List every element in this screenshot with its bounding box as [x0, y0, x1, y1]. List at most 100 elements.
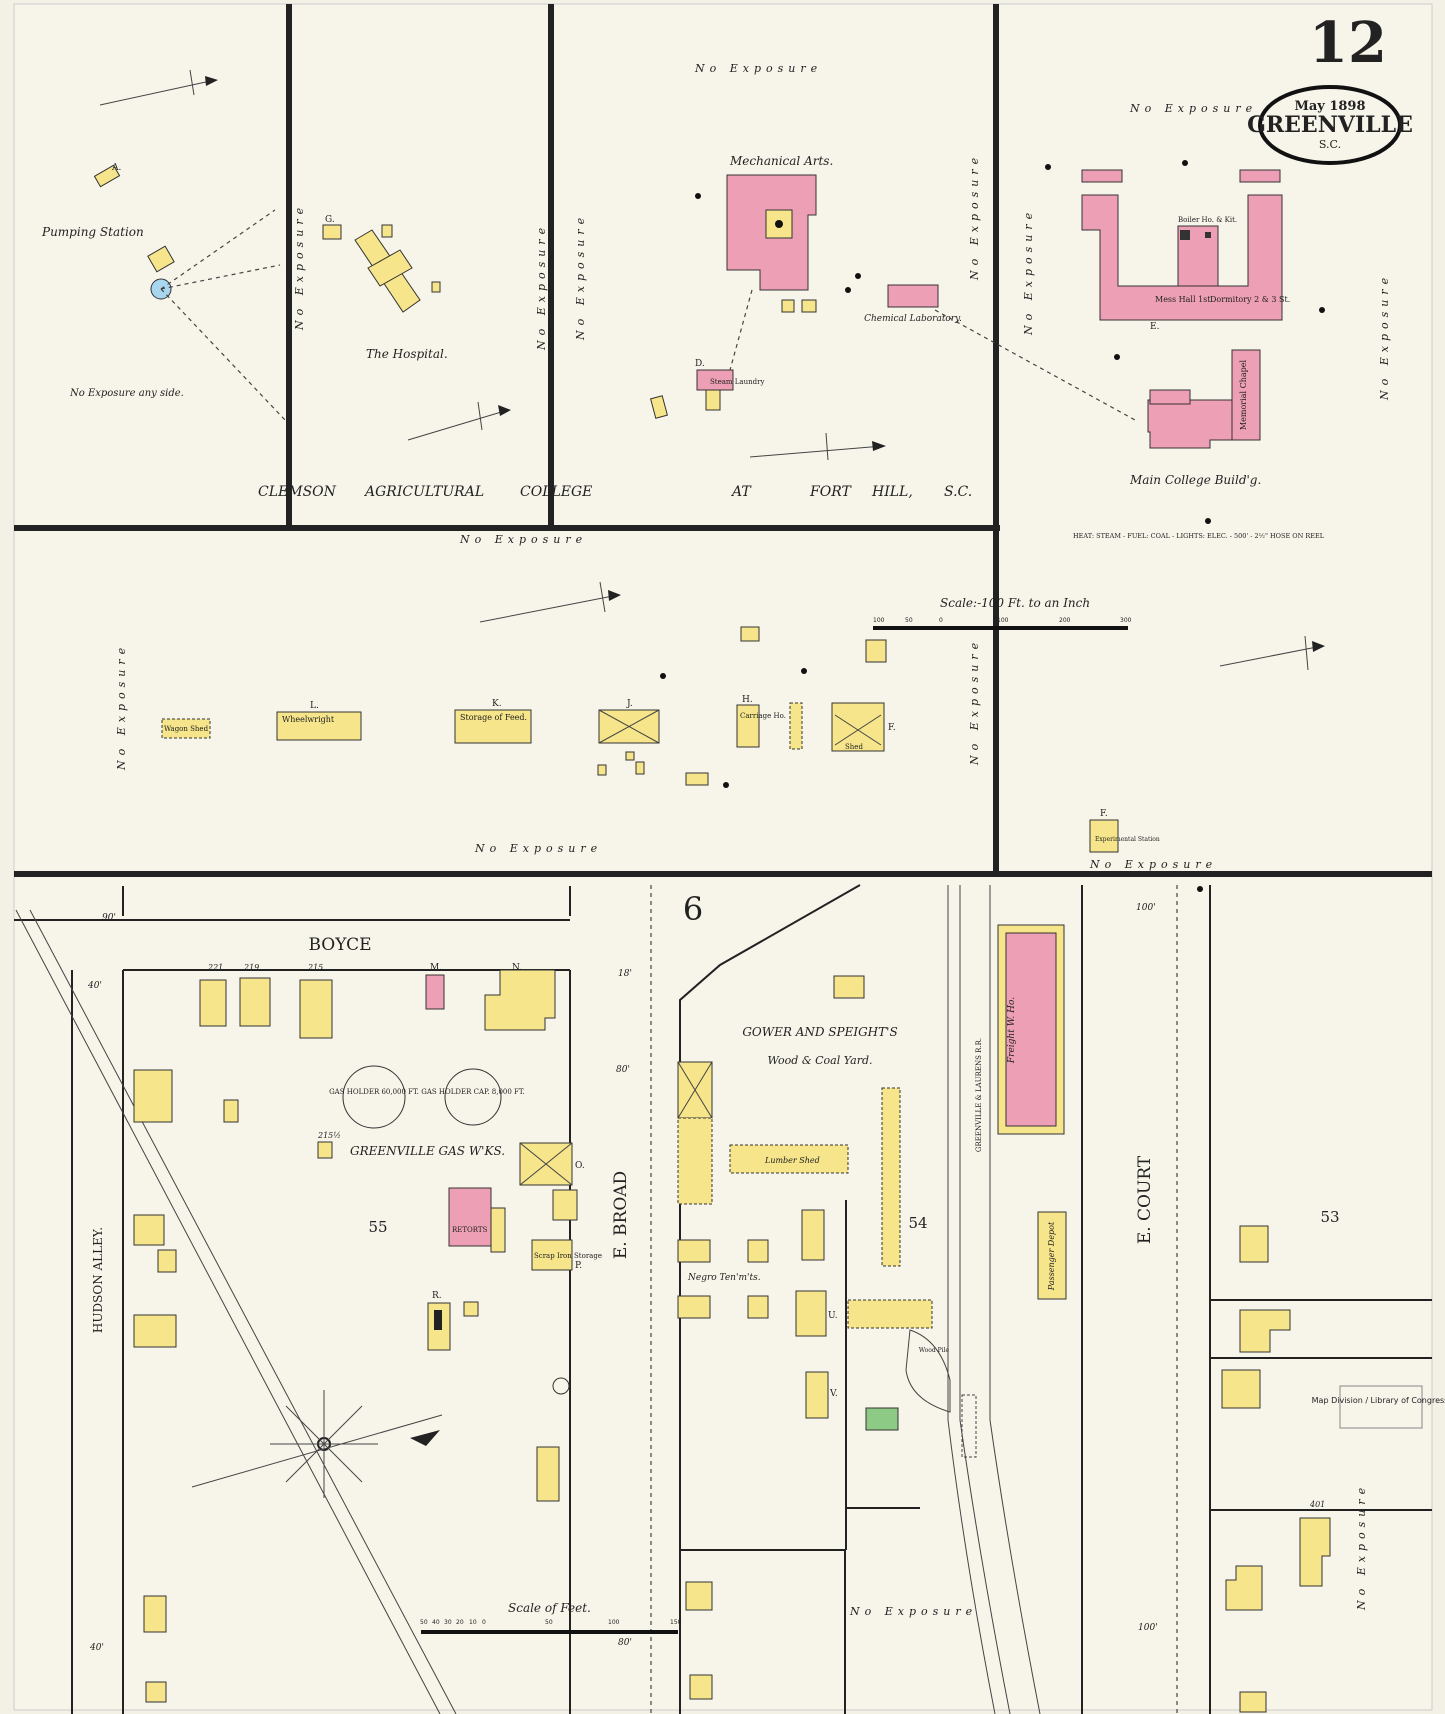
svg-text:No Exposure: No Exposure — [968, 638, 981, 766]
block-53: 53 — [1320, 1208, 1339, 1226]
svg-text:Memorial Chapel: Memorial Chapel — [1239, 360, 1248, 430]
svg-text:RETORTS: RETORTS — [452, 1226, 488, 1234]
svg-text:30: 30 — [444, 1619, 452, 1626]
svg-text:80': 80' — [618, 1638, 632, 1648]
svg-text:GAS HOLDER CAP. 8,000 FT.: GAS HOLDER CAP. 8,000 FT. — [421, 1088, 525, 1096]
svg-text:P.: P. — [575, 1261, 582, 1271]
svg-text:Freight W. Ho.: Freight W. Ho. — [1007, 997, 1017, 1064]
svg-text:COLLEGE: COLLEGE — [520, 484, 592, 500]
svg-text:Wood Pile: Wood Pile — [919, 1347, 950, 1354]
svg-text:40': 40' — [87, 981, 102, 991]
north-arrow-2 — [407, 401, 511, 441]
svg-text:0: 0 — [939, 617, 943, 624]
svg-text:100': 100' — [1138, 1623, 1158, 1633]
scale-feet: Scale of Feet. 50 40 30 20 10 0 50 100 1… — [420, 1601, 682, 1634]
sheet-number: 12 — [1309, 10, 1387, 76]
street-court: E. COURT — [1135, 1155, 1155, 1244]
svg-text:J.: J. — [626, 699, 633, 709]
svg-text:219: 219 — [243, 963, 259, 972]
svg-text:No Exposure: No Exposure — [1378, 273, 1391, 401]
svg-text:AT: AT — [730, 484, 752, 500]
svg-text:Map Division / Library of Cong: Map Division / Library of Congress — [1312, 1396, 1445, 1405]
block-55: 55 — [368, 1218, 387, 1236]
sheet-date: May 1898 — [1294, 99, 1365, 114]
svg-text:Mechanical Arts.: Mechanical Arts. — [729, 154, 833, 168]
title-oval — [1258, 85, 1402, 165]
svg-text:Dormitory 2 & 3 St.: Dormitory 2 & 3 St. — [1210, 295, 1290, 304]
svg-text:Negro Ten'm'ts.: Negro Ten'm'ts. — [687, 1273, 761, 1283]
farm-buildings: Wagon Shed Wheelwright L. Storage of Fee… — [161, 626, 1160, 853]
svg-text:221: 221 — [207, 963, 223, 972]
north-arrow-5 — [1219, 635, 1325, 671]
svg-text:Carriage Ho.: Carriage Ho. — [740, 712, 786, 720]
north-arrow-4 — [479, 581, 621, 623]
block-54-buildings: GOWER AND SPEIGHT'S Wood & Coal Yard. Lu… — [677, 975, 977, 1700]
svg-text:FORT: FORT — [809, 484, 852, 500]
svg-text:20: 20 — [456, 1619, 464, 1626]
svg-text:A.: A. — [111, 163, 121, 173]
svg-text:Wheelwright: Wheelwright — [282, 715, 335, 724]
svg-text:AGRICULTURAL: AGRICULTURAL — [363, 484, 484, 500]
svg-text:No Exposure: No Exposure — [115, 643, 128, 771]
svg-text:R.: R. — [432, 1291, 442, 1301]
compass-rose — [191, 1390, 443, 1498]
svg-text:401: 401 — [1309, 1500, 1325, 1509]
svg-text:40': 40' — [89, 1643, 104, 1653]
svg-text:No Exposure: No Exposure — [574, 213, 587, 341]
svg-text:Passenger Depot: Passenger Depot — [1047, 1221, 1056, 1291]
svg-text:50: 50 — [905, 617, 913, 624]
svg-text:Main College Build'g.: Main College Build'g. — [1129, 473, 1261, 487]
svg-text:Shed: Shed — [845, 743, 863, 751]
svg-text:200: 200 — [1059, 617, 1071, 624]
svg-text:No Exposure: No Exposure — [694, 62, 822, 75]
svg-text:No Exposure: No Exposure — [849, 1605, 977, 1618]
svg-text:50: 50 — [545, 1619, 553, 1626]
north-arrow-1 — [99, 69, 218, 106]
block-53-buildings: Map Division / Library of Congress — [1197, 886, 1445, 1713]
svg-text:L.: L. — [310, 701, 319, 711]
block-55-buildings: GAS HOLDER 60,000 FT. GAS HOLDER CAP. 8,… — [133, 969, 602, 1703]
svg-text:300: 300 — [1120, 617, 1132, 624]
svg-text:GOWER AND SPEIGHT'S: GOWER AND SPEIGHT'S — [742, 1025, 897, 1039]
svg-text:G.: G. — [325, 215, 335, 225]
svg-text:F.: F. — [888, 723, 896, 733]
street-broad: E. BROAD — [611, 1171, 631, 1259]
svg-text:No Exposure: No Exposure — [474, 842, 602, 855]
city-name: GREENVILLE — [1247, 112, 1413, 138]
svg-text:The Hospital.: The Hospital. — [366, 347, 448, 361]
svg-text:40: 40 — [432, 1619, 440, 1626]
hudson-alley: HUDSON ALLEY. — [91, 1227, 105, 1333]
svg-text:No Exposure: No Exposure — [535, 223, 548, 351]
railroad-buildings: Freight W. Ho. Passenger Depot — [997, 924, 1067, 1300]
svg-text:100': 100' — [1136, 903, 1156, 913]
svg-text:H.: H. — [742, 695, 753, 705]
svg-text:50: 50 — [420, 1619, 428, 1626]
north-arrow-3 — [749, 432, 886, 461]
svg-text:Scale:-100 Ft. to an Inch: Scale:-100 Ft. to an Inch — [940, 596, 1090, 610]
svg-text:Chemical Laboratory.: Chemical Laboratory. — [864, 314, 962, 324]
svg-text:Wood & Coal Yard.: Wood & Coal Yard. — [767, 1054, 872, 1067]
svg-text:Wagon Shed: Wagon Shed — [164, 725, 209, 733]
pumping-station-area: Pumping Station A. No Exposure any side. — [41, 163, 286, 421]
no-exposure-labels: No Exposure No Exposure No Exposure No E… — [115, 62, 1391, 1618]
dormitory-complex: Mess Hall 1st. Dormitory 2 & 3 St. Boile… — [1045, 160, 1325, 360]
svg-text:S.C.: S.C. — [944, 484, 972, 500]
svg-text:Lumber Shed: Lumber Shed — [764, 1156, 820, 1165]
svg-text:215½: 215½ — [317, 1131, 341, 1140]
svg-text:HILL,: HILL, — [871, 484, 913, 500]
svg-text:GAS HOLDER 60,000 FT.: GAS HOLDER 60,000 FT. — [329, 1088, 419, 1096]
svg-text:90': 90' — [102, 913, 116, 923]
svg-text:GREENVILLE GAS W'KS.: GREENVILLE GAS W'KS. — [350, 1144, 505, 1158]
svg-text:100: 100 — [997, 617, 1009, 624]
svg-text:18': 18' — [618, 969, 632, 979]
section-number: 6 — [683, 890, 703, 928]
svg-text:No Exposure: No Exposure — [459, 533, 587, 546]
svg-text:D.: D. — [695, 359, 705, 369]
lower-letters: M. N. O. P. R. U. V. — [430, 963, 838, 1399]
svg-text:N.: N. — [512, 963, 522, 973]
state-name: S.C. — [1319, 138, 1341, 151]
svg-text:U.: U. — [828, 1311, 838, 1321]
railroad-label: GREENVILLE & LAURENS R.R. — [975, 1038, 983, 1152]
